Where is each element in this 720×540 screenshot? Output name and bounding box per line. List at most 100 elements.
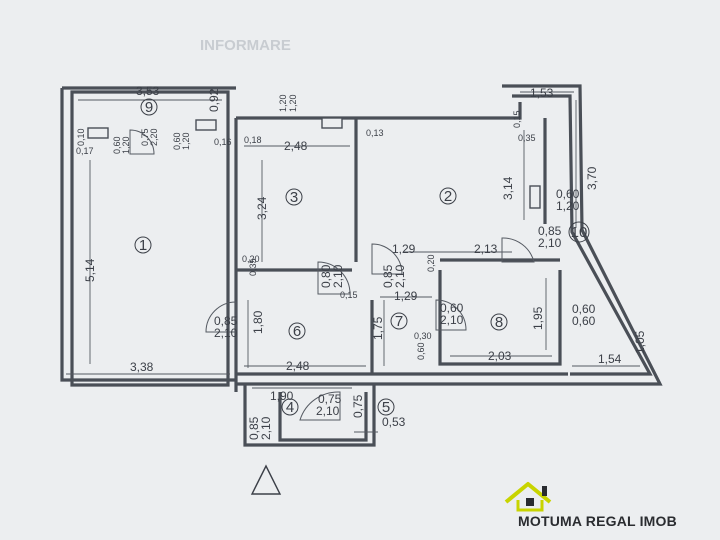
outer-walls [60,84,663,447]
room-5-number: 5 [382,399,390,416]
room-1-outer-walls [60,86,236,382]
r4-side-w: 0,85 [247,416,261,440]
r2-door-w: 0,85 [381,264,395,288]
r4-door-w: 0,75 [318,392,342,406]
r6-door-w: 0,85 [214,314,238,328]
room-7-circle [390,312,408,330]
open-0-17: 0,17 [76,146,94,156]
ghost-header: INFORMARE [200,37,291,54]
r3-door-h: 2,10 [331,264,345,288]
dim-r1-height: 5,14 [83,258,97,282]
door-arc-room-10 [501,237,535,263]
r8-door-w: 0,60 [440,301,464,315]
door-arc-room-2 [371,243,403,275]
dim-r2-height: 3,14 [501,176,515,200]
window-1 [87,127,109,139]
house-logo-icon [504,482,552,512]
room-10-inner-wall [512,94,653,376]
dim-hall-1-29a: 1,29 [392,242,416,256]
room-10-number: 10 [571,224,588,241]
dim-r7-height: 1,75 [371,316,385,340]
orientation-triangle-icon [250,464,282,495]
dim-r10-bottom: 1,54 [598,352,622,366]
room-1-circle [134,236,152,254]
dim-r5-height: 0,75 [351,394,365,418]
open-2-20: 2,20 [149,128,159,146]
bath-inner-walls [278,392,368,442]
dim-r10-height: 3,70 [585,166,599,190]
room-10-outer-wall [502,84,663,386]
open-0-13: 0,13 [366,128,384,138]
r2-win-w: 0,60 [556,187,580,201]
bath-walls [243,384,376,447]
dim-r6-width: 2,48 [286,359,310,373]
company-logo: MOTUMA REGAL IMOB [500,476,716,536]
doors [129,129,535,421]
open-0-15: 0,15 [512,110,522,128]
dim-r4-width: 1,90 [270,389,294,403]
dim-r5-width: 0,53 [382,415,406,429]
window-2 [195,119,217,131]
open-1-20b: 1,20 [181,132,191,150]
open-0-16: 0,16 [214,137,232,147]
dim-r8-width: 2,03 [488,349,512,363]
r3-sill-0-35: 0,35 [248,258,258,276]
dim-r10-side: 1,05 [633,330,647,354]
room-numbers: 1 2 3 4 5 6 7 8 9 10 [139,99,588,416]
room-8-circle [490,313,508,331]
logo-text: MOTUMA REGAL IMOB [518,513,677,529]
r3-sill-0-20: 0,20 [242,254,260,264]
dim-r8-height: 1,95 [531,306,545,330]
room-4-circle [281,398,299,416]
room-7-number: 7 [395,313,403,330]
room-1-walls [70,90,230,387]
hall-0-15: 0,15 [340,290,358,300]
room-4-number: 4 [286,399,294,416]
open-0-35: 0,35 [518,133,536,143]
dim-top-3-53: 3,53 [136,84,160,98]
room-6-number: 6 [293,323,301,340]
dim-hall-1-29b: 1,29 [394,289,418,303]
door-arc-room-8 [435,299,467,331]
open-0-75: 0,75 [140,128,150,146]
r10-win-w: 0,60 [572,302,596,316]
r6-door-h: 2,10 [214,326,238,340]
r2-door-h: 2,10 [393,264,407,288]
room-2-circle [439,187,457,205]
dim-win-1-20b: 1,20 [288,94,298,112]
dim-right-0-92: 0,92 [207,88,221,112]
door-arc-room-4 [299,391,341,421]
hall-0-20: 0,20 [426,254,436,272]
window-3 [321,117,343,129]
r8-door-h: 2,10 [440,313,464,327]
room-markers [134,98,590,416]
dim-r6-height: 1,80 [251,310,265,334]
room-10-circle [568,221,590,243]
r4-side-h: 2,10 [259,416,273,440]
open-1-20-left: 1,20 [121,136,131,154]
dim-r1-width: 3,38 [130,360,154,374]
r4-door-h: 2,10 [316,404,340,418]
room-5-circle [377,398,395,416]
r7-0-60: 0,60 [416,342,426,360]
room-6-circle [288,322,306,340]
window-4 [529,185,541,209]
open-0-60b: 0,60 [172,132,182,150]
dim-win-1-20a: 1,20 [278,94,288,112]
room-8-number: 8 [495,314,503,331]
opening-labels: 0,60 1,20 0,75 2,20 0,60 1,20 0,10 0,17 … [76,110,596,440]
room-9-circle [140,98,158,116]
door-arc-room-3 [317,261,351,295]
door-arc-balcony [129,129,155,155]
open-0-10: 0,10 [76,128,86,146]
room-3-circle [285,188,303,206]
dim-r3-height: 3,24 [255,196,269,220]
windows [87,117,541,209]
dimension-labels: 3,53 0,92 1,20 1,20 1,53 5,14 3,38 2,48 … [83,84,647,429]
r2-win-h: 1,20 [556,199,580,213]
room-8-walls [438,270,562,366]
room-2-number: 2 [444,188,452,205]
dim-hall-2-13: 2,13 [474,242,498,256]
